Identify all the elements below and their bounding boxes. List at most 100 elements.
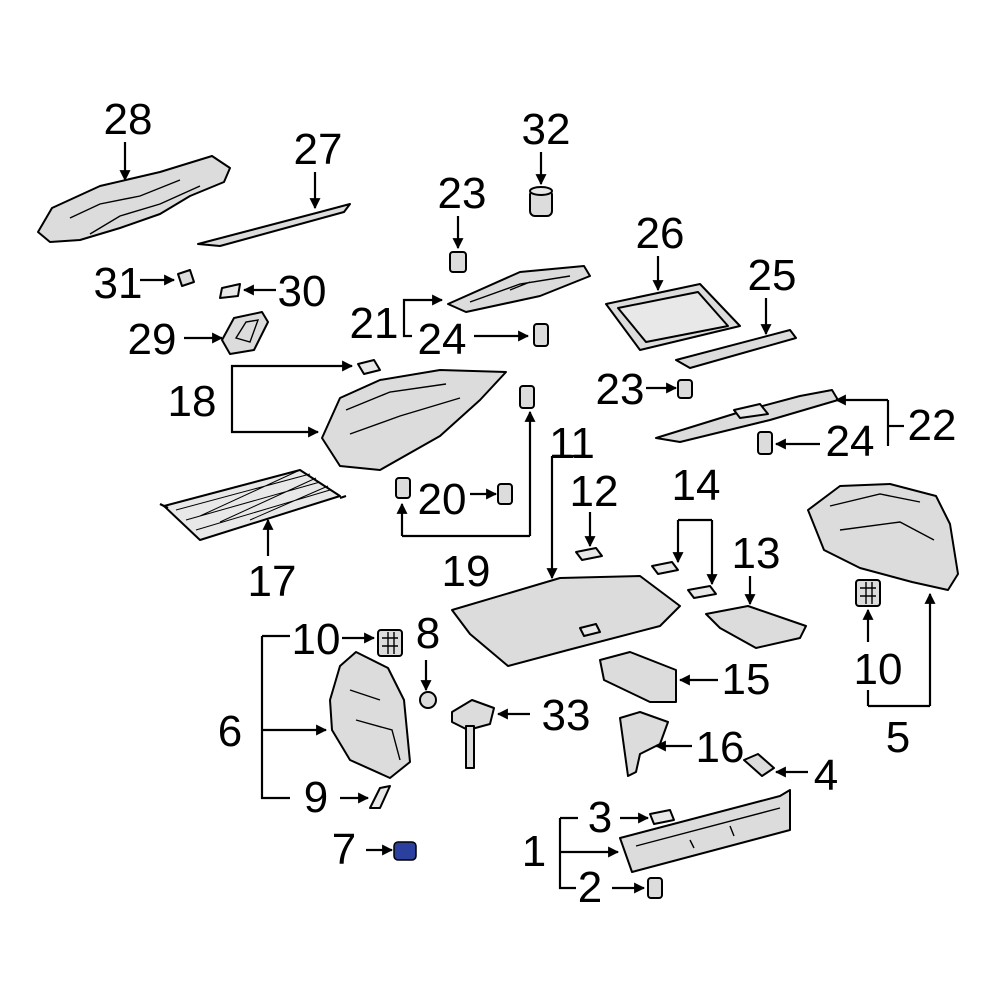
part-12-pad — [575, 547, 603, 561]
svg-text:20: 20 — [418, 475, 467, 524]
callout-18: 18 — [168, 360, 354, 438]
svg-text:16: 16 — [696, 723, 745, 772]
part-10-grille-left — [377, 629, 403, 657]
callout-12: 12 — [570, 467, 619, 548]
svg-text:12: 12 — [570, 467, 619, 516]
part-15-storage-box — [599, 651, 677, 703]
callout-13: 13 — [732, 529, 781, 606]
part-29-bracket — [221, 311, 269, 355]
part-14-pads — [651, 561, 717, 599]
part-24-clip-right — [757, 431, 773, 455]
callout-30: 30 — [242, 267, 327, 316]
callout-32: 32 — [522, 105, 570, 186]
part-8-clip — [419, 691, 437, 709]
svg-text:23: 23 — [596, 365, 645, 414]
part-13-cover-panel — [705, 605, 807, 649]
part-18-side-trim-panel — [321, 359, 507, 471]
svg-text:21: 21 — [350, 299, 399, 348]
callout-10-right: 10 — [854, 608, 903, 694]
svg-text:14: 14 — [672, 461, 721, 510]
svg-text:10: 10 — [854, 645, 903, 694]
callout-23-upper: 23 — [438, 169, 487, 250]
callout-20: 20 — [418, 475, 498, 524]
callout-29: 29 — [128, 315, 224, 364]
callout-5: 5 — [866, 592, 936, 762]
part-1-rear-sill-plate — [619, 789, 791, 873]
callout-28: 28 — [104, 95, 153, 182]
svg-text:30: 30 — [278, 267, 327, 316]
callout-3: 3 — [588, 793, 650, 842]
part-9-pad — [369, 785, 391, 809]
callout-31: 31 — [94, 259, 176, 308]
callout-16: 16 — [654, 723, 745, 772]
part-28-upper-trim-panel — [37, 155, 231, 243]
part-24-clip-upper — [533, 323, 549, 347]
svg-text:27: 27 — [294, 125, 343, 174]
callout-33: 33 — [496, 691, 591, 740]
part-4-bolt — [743, 753, 775, 777]
svg-text:11: 11 — [549, 419, 595, 468]
svg-text:24: 24 — [826, 417, 875, 466]
callout-6: 6 — [218, 634, 328, 800]
callout-2: 2 — [578, 863, 646, 912]
svg-text:23: 23 — [438, 169, 487, 218]
part-6-left-quarter-trim — [329, 651, 411, 779]
svg-text:8: 8 — [416, 609, 440, 658]
part-5-quarter-trim-panel — [807, 483, 959, 591]
callout-15: 15 — [678, 655, 771, 704]
part-23-clip-right — [677, 379, 693, 399]
svg-text:10: 10 — [292, 615, 341, 664]
part-31-clip — [177, 269, 195, 287]
svg-text:28: 28 — [104, 95, 153, 144]
part-19-clips — [395, 385, 535, 499]
part-20-clip — [497, 483, 513, 505]
part-23-clip-upper — [449, 251, 467, 273]
svg-text:9: 9 — [304, 773, 328, 822]
callout-9: 9 — [304, 773, 370, 822]
svg-text:4: 4 — [814, 751, 838, 800]
svg-text:3: 3 — [588, 793, 612, 842]
part-30-pad — [219, 283, 241, 299]
svg-text:29: 29 — [128, 315, 177, 364]
part-22-rear-trim-panel — [655, 389, 839, 443]
svg-text:24: 24 — [418, 315, 467, 364]
part-2-clip — [647, 877, 663, 899]
svg-text:2: 2 — [578, 863, 602, 912]
svg-text:17: 17 — [248, 557, 297, 606]
svg-text:1: 1 — [522, 827, 546, 876]
callout-25: 25 — [748, 251, 797, 336]
part-32-grommet — [529, 186, 553, 217]
svg-text:7: 7 — [332, 825, 356, 874]
part-27-trim-strip — [197, 203, 351, 247]
callout-21: 21 — [350, 294, 444, 348]
svg-text:22: 22 — [908, 401, 957, 450]
part-3-pad — [649, 809, 675, 825]
svg-text:26: 26 — [636, 209, 685, 258]
part-7-fastener — [393, 841, 417, 861]
callout-8: 8 — [416, 609, 440, 692]
part-21-package-tray-panel — [447, 265, 591, 313]
callout-14: 14 — [672, 461, 721, 586]
svg-text:18: 18 — [168, 377, 217, 426]
svg-text:25: 25 — [748, 251, 797, 300]
part-25-trim-strip — [675, 329, 797, 369]
part-16-bracket — [619, 711, 669, 777]
callout-10-left: 10 — [292, 615, 376, 664]
svg-text:19: 19 — [442, 547, 491, 596]
callout-1: 1 — [522, 816, 620, 890]
part-26-trunk-tray — [605, 283, 741, 351]
callout-7: 7 — [332, 825, 394, 874]
svg-text:6: 6 — [218, 707, 242, 756]
callout-11: 11 — [546, 419, 595, 580]
part-17-cargo-net — [159, 469, 347, 541]
callout-26: 26 — [636, 209, 685, 292]
svg-text:15: 15 — [722, 655, 771, 704]
svg-text:33: 33 — [542, 691, 591, 740]
callout-24-right: 24 — [774, 417, 875, 466]
callout-27: 27 — [294, 125, 343, 210]
svg-text:13: 13 — [732, 529, 781, 578]
part-33-jack — [451, 699, 495, 769]
svg-text:5: 5 — [886, 713, 910, 762]
